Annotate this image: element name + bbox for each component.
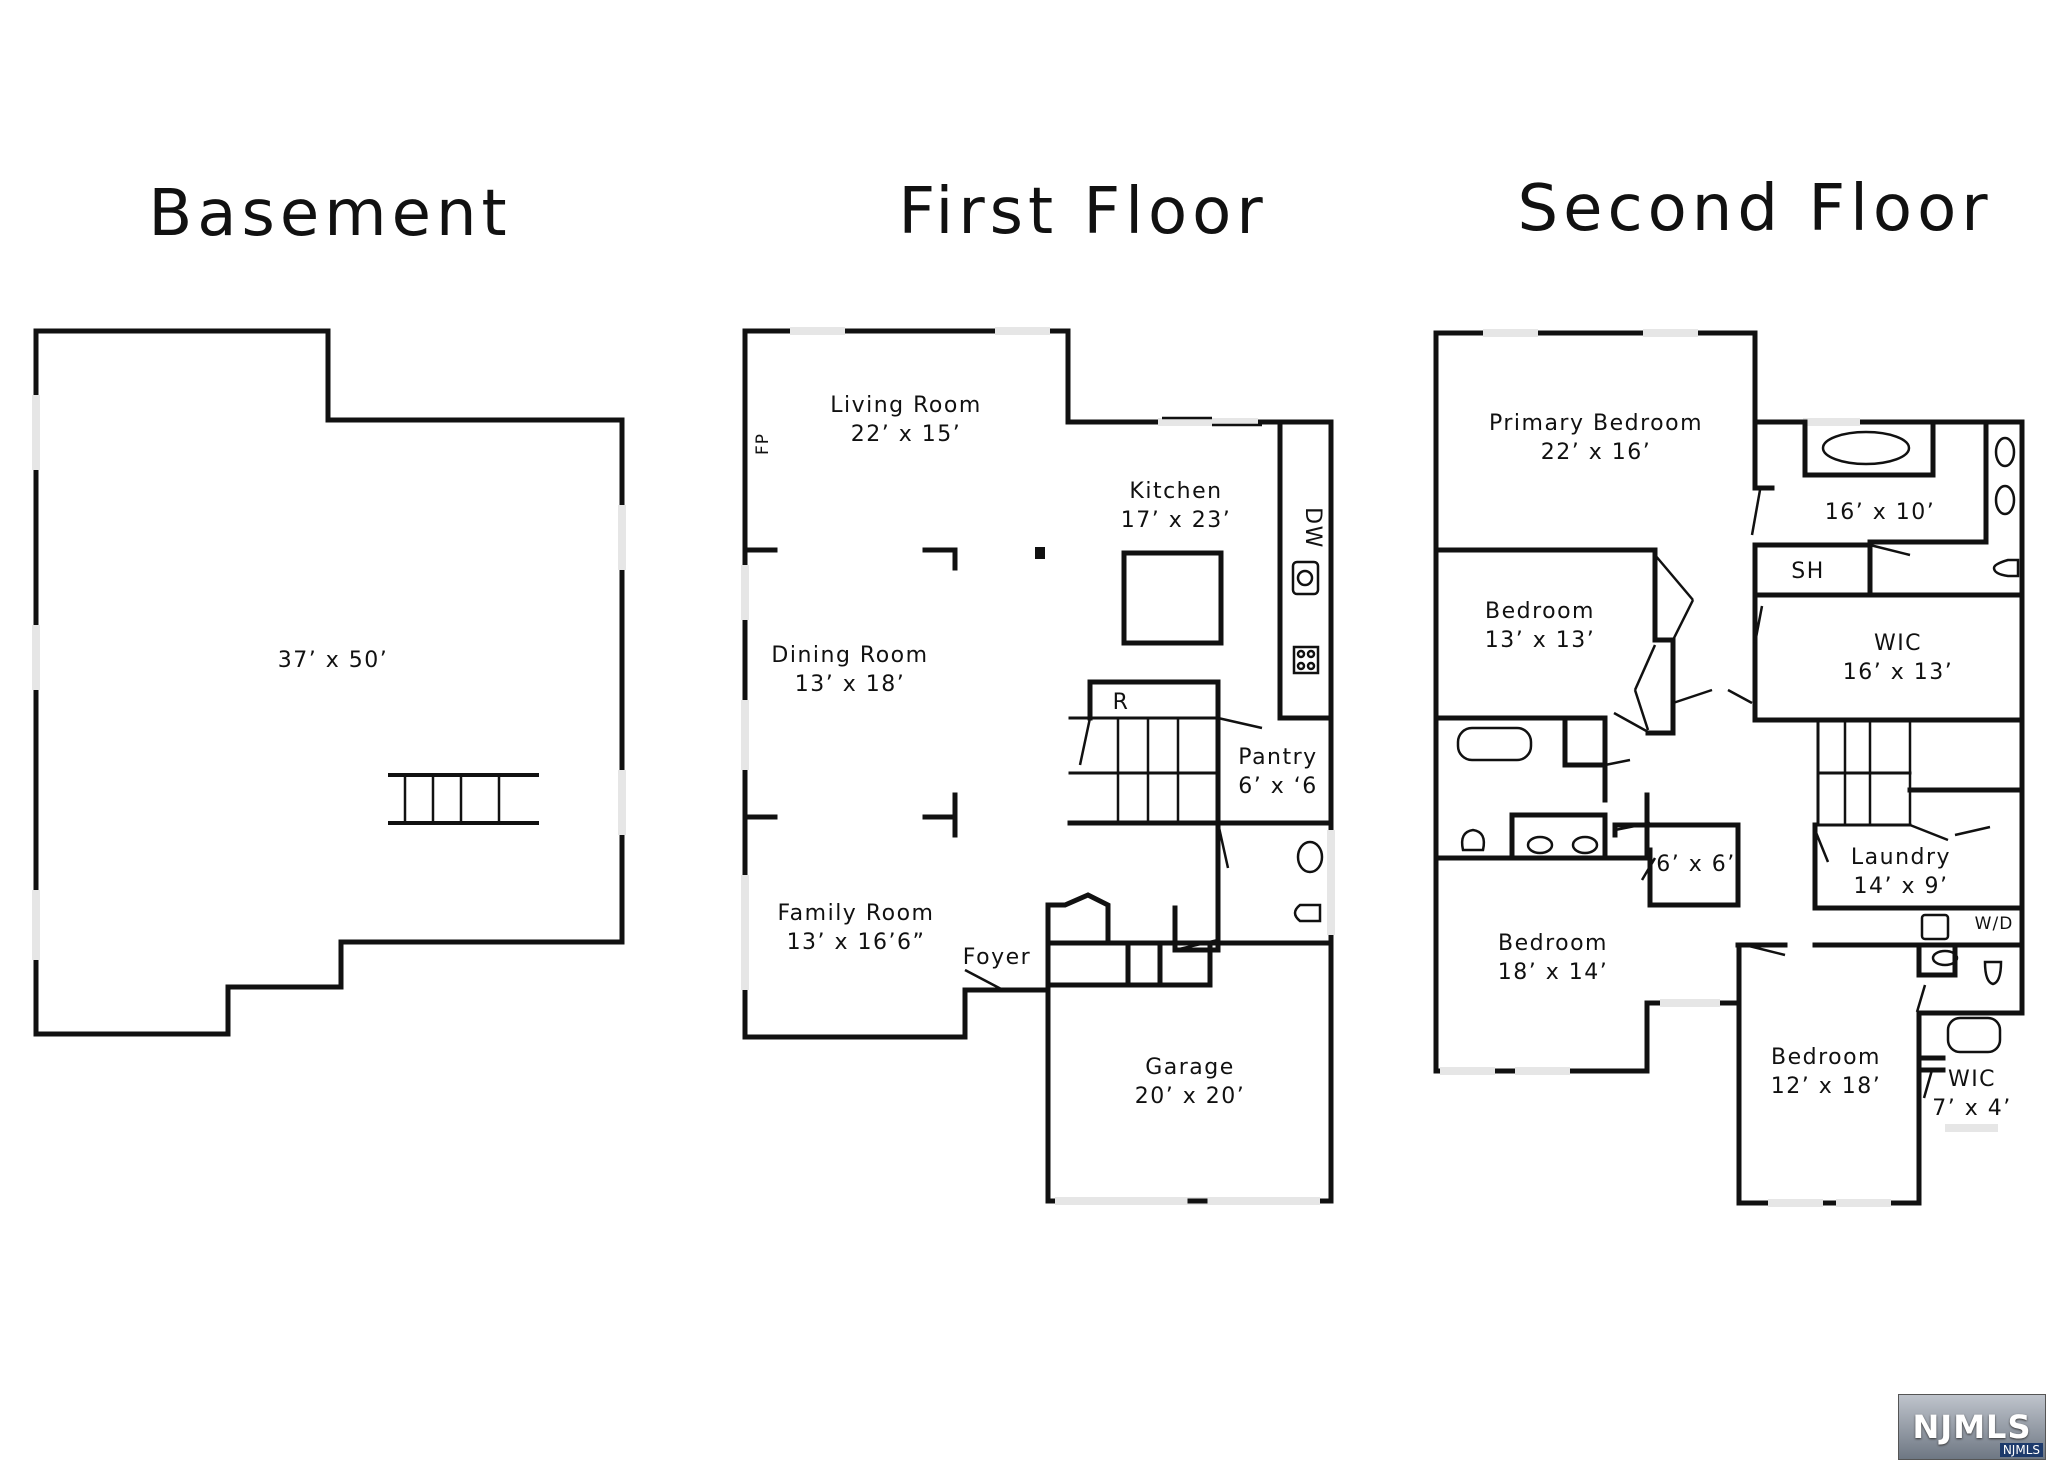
bedroom-2-dims: 13’ x 13’	[1485, 628, 1595, 653]
refrigerator-label: R	[1113, 690, 1130, 715]
closet-dims: 6’ x 6’	[1656, 852, 1736, 877]
bedroom-4-dims: 12’ x 18’	[1771, 1074, 1881, 1099]
basement-dims: 37’ x 50’	[278, 648, 388, 673]
second-floor-title: Second Floor	[1517, 172, 1992, 246]
foyer-name: Foyer	[963, 945, 1031, 970]
primary-bedroom-name: Primary Bedroom	[1489, 411, 1703, 436]
toilet-icon-4	[1983, 960, 2003, 986]
sink-icon-2	[1296, 840, 1324, 874]
stove-icon	[1292, 645, 1320, 675]
toilet-icon-2	[1992, 558, 2020, 578]
wic-dims: 16’ x 13’	[1843, 660, 1953, 685]
primary-bath-dims: 16’ x 10’	[1825, 500, 1935, 525]
toilet-icon	[1293, 903, 1322, 923]
dishwasher-label: DW	[1300, 507, 1325, 549]
primary-bedroom-dims: 22’ x 16’	[1541, 440, 1651, 465]
wic-2-dims: 7’ x 4’	[1932, 1096, 2012, 1121]
bedroom-3-name: Bedroom	[1498, 931, 1608, 956]
bathtub-icon-3	[1946, 1016, 2002, 1054]
bathtub-icon	[1821, 430, 1911, 466]
laundry-name: Laundry	[1851, 845, 1951, 870]
wic-name: WIC	[1874, 631, 1922, 656]
dining-room-dims: 13’ x 18’	[795, 672, 905, 697]
sink-icon-4	[1994, 484, 2016, 516]
living-room-dims: 22’ x 15’	[851, 422, 961, 447]
bedroom-4-name: Bedroom	[1771, 1045, 1881, 1070]
toilet-icon-3	[1460, 828, 1486, 852]
family-room-name: Family Room	[778, 901, 935, 926]
second-floor-stairs	[1816, 718, 1912, 827]
njmls-logo: NJMLS NJMLS	[1898, 1394, 2046, 1460]
living-room-name: Living Room	[830, 393, 982, 418]
basement-stairs	[388, 773, 539, 825]
bedroom-2-name: Bedroom	[1485, 599, 1595, 624]
first-floor-plan: FP Living Room 22’ x 15’ Kitchen 17’ x 2…	[741, 327, 1335, 1205]
bedroom-3-dims: 18’ x 14’	[1498, 960, 1608, 985]
fireplace-label: FP	[753, 433, 773, 455]
laundry-dims: 14’ x 9’	[1854, 874, 1949, 899]
column-post	[1035, 547, 1045, 559]
pantry-dims: 6’ x ‘6	[1238, 774, 1318, 799]
njmls-logo-subtext: NJMLS	[1999, 1443, 2043, 1457]
sink-icon	[1291, 560, 1320, 596]
basement-plan: 37’ x 50’	[32, 328, 626, 1037]
family-room-dims: 13’ x 16’6”	[787, 930, 926, 955]
first-floor-title: First Floor	[898, 175, 1267, 249]
washer-dryer-label: W/D	[1975, 914, 2014, 934]
garage-dims: 20’ x 20’	[1135, 1084, 1245, 1109]
sink-icon-3	[1994, 436, 2016, 468]
garage-name: Garage	[1145, 1055, 1235, 1080]
kitchen-dims: 17’ x 23’	[1121, 508, 1231, 533]
shower-label: SH	[1791, 559, 1825, 584]
dining-room-name: Dining Room	[771, 643, 928, 668]
basement-title: Basement	[148, 177, 511, 251]
wic-2-name: WIC	[1948, 1067, 1996, 1092]
bathtub-icon-2	[1456, 726, 1533, 762]
njmls-logo-text: NJMLS	[1912, 1408, 2032, 1446]
washer-icon	[1920, 913, 1950, 941]
kitchen-name: Kitchen	[1129, 479, 1222, 504]
second-floor-plan: Primary Bedroom 22’ x 16’ 16’ x 10’ SH B…	[1433, 329, 2025, 1207]
pantry-name: Pantry	[1238, 745, 1317, 770]
kitchen-island	[1121, 550, 1224, 646]
